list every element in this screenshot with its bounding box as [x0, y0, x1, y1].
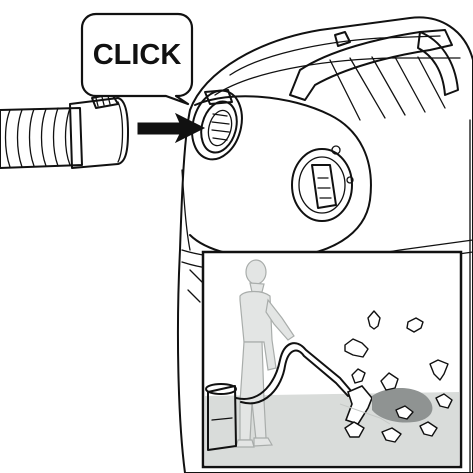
leaf	[395, 405, 414, 420]
leaf	[367, 310, 381, 330]
leaf	[419, 421, 438, 437]
suction-port	[191, 89, 243, 161]
suction-hose	[0, 93, 129, 169]
rotary-switch	[291, 145, 354, 222]
usage-inset	[201, 250, 463, 469]
leaf	[435, 393, 453, 409]
inset-nozzle	[344, 385, 373, 425]
callout-text: CLICK	[93, 39, 182, 71]
leaf	[344, 421, 365, 438]
inset-hose	[235, 342, 353, 400]
leaf	[351, 368, 366, 384]
suction-area	[372, 387, 433, 423]
insertion-arrow	[137, 112, 206, 144]
leaves	[344, 310, 453, 443]
leaf	[344, 338, 369, 358]
person-figure	[235, 259, 295, 448]
leaf	[381, 427, 402, 443]
leaf	[406, 317, 424, 333]
inset-vacuum	[205, 383, 237, 451]
click-callout: CLICK	[80, 12, 194, 106]
leaf	[380, 372, 399, 391]
leaf	[429, 359, 449, 381]
